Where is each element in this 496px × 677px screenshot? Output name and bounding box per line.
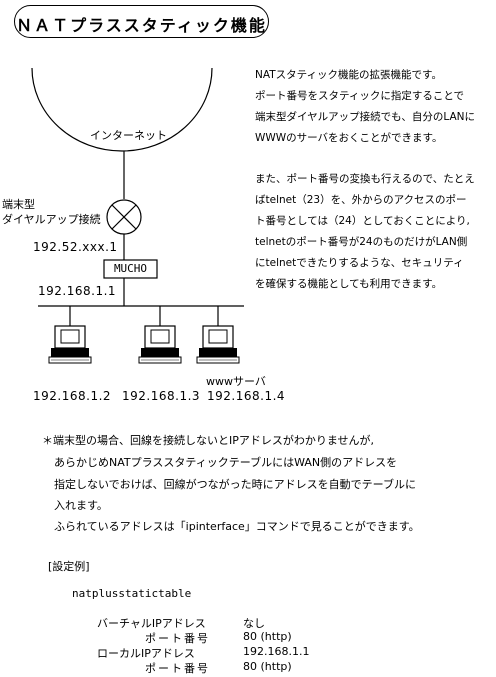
pc-ip-label: 192.168.1.3 [122, 389, 201, 403]
example-row-label: ローカルIPアドレス [97, 647, 195, 660]
note-line: ふられているアドレスは「ipinterface」コマンドで見ることができます。 [54, 520, 420, 533]
description-line: にtelnetできたりするような、セキュリティ [255, 257, 464, 269]
lan-ip-label: 192.168.1.1 [38, 284, 117, 298]
pc-ip-label: 192.168.1.2 [33, 389, 112, 403]
example-row-label: ポート番号 [145, 662, 210, 675]
wan-ip-label: 192.52.xxx.1 [33, 240, 118, 254]
internet-label: インターネット [90, 129, 167, 142]
description-line: telnetのポート番号が24のものだけがLAN側 [255, 236, 468, 248]
example-row-label: バーチャルIPアドレス [97, 617, 206, 630]
example-row-value: 80 (http) [243, 630, 292, 643]
example-row-value: 192.168.1.1 [243, 645, 310, 658]
server-label: wwwサーバ [206, 375, 266, 388]
description-paragraph-2: また、ポート番号の変換も行えるので、たとえ ばtelnet（23）を、外からのア… [255, 169, 475, 295]
description-line: ばtelnet（23）を、外からのアクセスのポー [255, 194, 467, 206]
description-line: また、ポート番号の変換も行えるので、たとえ [255, 173, 475, 185]
dialup-label-line2: ダイヤルアップ接続 [2, 213, 101, 226]
page-title: ＮＡＴプラススタティック機能 [16, 16, 267, 35]
computer-icon [138, 325, 182, 364]
note-line: 入れます。 [54, 499, 108, 512]
router-box [103, 259, 158, 279]
example-command: natplusstatictable [72, 587, 192, 600]
description-line: ト番号としては（24）としておくことにより, [255, 215, 470, 227]
example-row-label: ポート番号 [145, 632, 210, 645]
example-row-value: なし [243, 617, 265, 630]
router-label: MUCHO [113, 262, 148, 275]
internet-cloud-arc [31, 67, 213, 152]
note-line: ＊端末型の場合、回線を接続しないとIPアドレスがわかりませんが, [42, 434, 375, 447]
server-computer-icon [196, 325, 240, 364]
modem-icon [106, 199, 142, 235]
description-line: 端末型ダイヤルアップ接続でも、自分のLANに [255, 111, 475, 123]
description-line: WWWのサーバをおくことができます。 [255, 132, 443, 144]
computer-icon [48, 325, 92, 364]
example-heading: [設定例] [48, 560, 90, 573]
title-box: ＮＡＴプラススタティック機能 [14, 5, 269, 38]
pc-ip-label: 192.168.1.4 [207, 389, 286, 403]
dialup-label-line1: 端末型 [2, 198, 35, 211]
description-line: NATスタティック機能の拡張機能です。 [255, 69, 442, 81]
description-line: ポート番号をスタティックに指定することで [255, 90, 465, 102]
note-line: あらかじめNATプラススタティックテーブルにはWAN側のアドレスを [54, 456, 398, 469]
description-paragraph-1: NATスタティック機能の拡張機能です。 ポート番号をスタティックに指定することで… [255, 65, 475, 149]
description-line: を確保する機能としても利用できます。 [255, 278, 443, 290]
note-line: 指定しないでおけば、回線がつながった時にアドレスを自動でテーブルに [54, 478, 417, 491]
example-row-value: 80 (http) [243, 660, 292, 673]
